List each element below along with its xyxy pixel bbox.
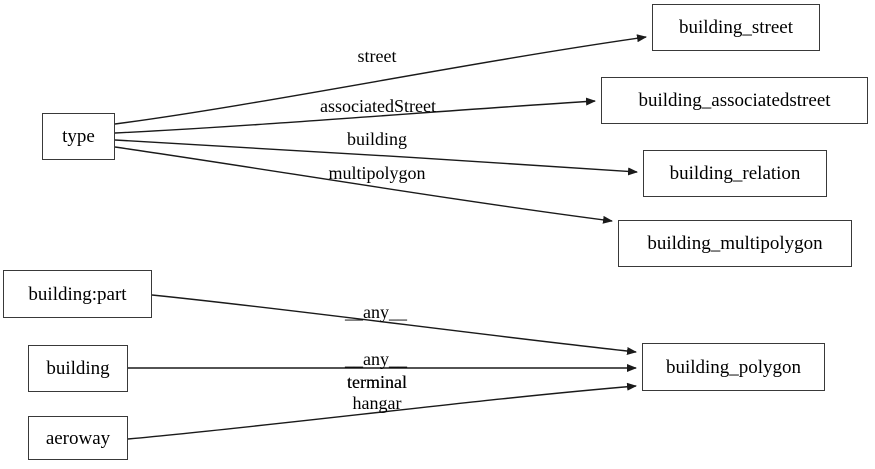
node-label: building_polygon: [665, 356, 802, 378]
edge-label-building_part-to-building_polygon: __any__: [345, 302, 407, 322]
edge-building_part-to-building_polygon: [151, 294, 637, 356]
node-label: building_associatedstreet: [638, 90, 831, 111]
node-label: building: [46, 358, 110, 379]
node-label: building_street: [679, 17, 793, 38]
node-type[interactable]: type: [42, 113, 115, 160]
edge-label-extra-1: hangar: [352, 393, 402, 413]
node-label: type: [62, 126, 95, 147]
node-building[interactable]: building: [28, 345, 128, 392]
edge-type-to-building_associatedstreet: [114, 97, 596, 134]
edge-paths: [114, 34, 647, 440]
edge-type-to-building_multipolygon: [114, 146, 613, 224]
node-building_relation[interactable]: building_relation: [643, 150, 827, 197]
edge-label-type-to-building_relation: building: [346, 129, 408, 149]
node-building_street[interactable]: building_street: [652, 4, 820, 51]
edge-aeroway-to-building_polygon: [127, 382, 637, 440]
edge-label-type-to-building_multipolygon: multipolygon: [328, 163, 426, 183]
edge-type-to-building_street: [114, 34, 647, 125]
node-aeroway[interactable]: aeroway: [28, 416, 128, 460]
node-building_part[interactable]: building:part: [3, 270, 152, 318]
edge-type-to-building_relation: [114, 139, 638, 176]
node-building_polygon[interactable]: building_polygon: [642, 343, 825, 391]
node-label: building:part: [28, 283, 127, 305]
edge-label-building-to-building_polygon: __any__: [345, 349, 407, 369]
edge-label-type-to-building_associatedstreet: associatedStreet: [320, 96, 436, 116]
node-label: aeroway: [45, 427, 111, 449]
node-building_multipolygon[interactable]: building_multipolygon: [618, 220, 852, 267]
node-building_associatedstreet[interactable]: building_associatedstreet: [601, 77, 868, 124]
edge-label-aeroway-to-building_polygon: terminal: [347, 372, 407, 392]
edge-label-type-to-building_street: street: [357, 46, 397, 66]
node-label: building_multipolygon: [647, 233, 823, 254]
edge-label-extra-0: terminal: [347, 372, 407, 392]
node-label: building_relation: [669, 163, 801, 184]
